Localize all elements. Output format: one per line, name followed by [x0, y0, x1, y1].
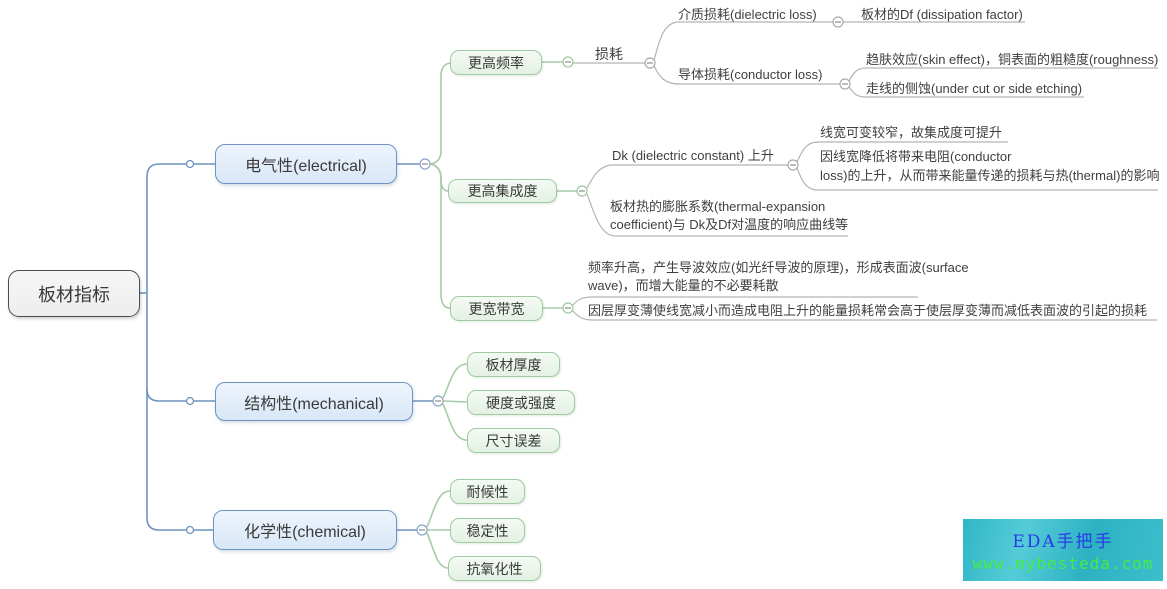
collapse-minus-icon[interactable] — [787, 159, 799, 171]
watermark-title: EDA手把手 — [1012, 532, 1114, 552]
node-resistance-rise[interactable]: 因线宽降低将带来电阻(conductor loss)的上升，从而带来能量传递的损… — [820, 147, 1159, 185]
connector-line — [586, 164, 788, 189]
node-mechanical[interactable]: 结构性(mechanical) — [215, 382, 413, 421]
node-loss[interactable]: 损耗 — [595, 46, 623, 62]
connector-line — [442, 363, 468, 399]
node-hardness-strength[interactable]: 硬度或强度 — [467, 390, 575, 415]
collapse-minus-icon[interactable] — [839, 78, 851, 90]
connector-line — [653, 21, 834, 61]
node-weather-resistance[interactable]: 耐候性 — [450, 479, 525, 504]
node-df-dissipation-factor[interactable]: 板材的Df (dissipation factor) — [861, 7, 1023, 22]
node-dimension-error[interactable]: 尺寸误差 — [467, 428, 560, 453]
connector-line — [426, 490, 451, 528]
node-dk-rise[interactable]: Dk (dielectric constant) 上升 — [612, 148, 774, 163]
collapse-minus-icon[interactable] — [562, 302, 574, 314]
node-layer-thinning-loss[interactable]: 因层厚变薄使线宽减小而造成电阻上升的能量损耗常会高于使层厚变薄而减低表面波的引起… — [588, 303, 1148, 318]
node-conductor-loss[interactable]: 导体损耗(conductor loss) — [678, 67, 823, 82]
connector-line — [426, 532, 449, 569]
node-thermal-expansion[interactable]: 板材热的膨胀系数(thermal-expansion coefficient)与… — [610, 198, 848, 234]
node-surface-wave[interactable]: 频率升高，产生导波效应(如光纤导波的原理)，形成表面波(surface wave… — [588, 259, 969, 295]
watermark: EDA手把手 www.mybesteda.com — [963, 519, 1163, 581]
collapse-minus-icon[interactable] — [576, 185, 588, 197]
node-board-thickness[interactable]: 板材厚度 — [467, 352, 560, 377]
collapse-minus-icon[interactable] — [832, 16, 844, 28]
node-surface-wave-line2: wave)，而增大能量的不必要耗散 — [588, 278, 779, 293]
collapse-minus-icon[interactable] — [416, 524, 428, 536]
collapse-minus-icon[interactable] — [562, 56, 574, 68]
node-surface-wave-line1: 频率升高，产生导波效应(如光纤导波的原理)，形成表面波(surface — [588, 260, 969, 275]
node-side-etching[interactable]: 走线的侧蚀(under cut or side etching) — [866, 81, 1083, 96]
joint-circle-icon — [185, 396, 195, 406]
node-resistance-rise-line1: 因线宽降低将带来电阻(conductor — [820, 149, 1012, 164]
collapse-minus-icon[interactable] — [419, 158, 431, 170]
collapse-minus-icon[interactable] — [644, 57, 656, 69]
node-chemical[interactable]: 化学性(chemical) — [213, 510, 397, 550]
node-wider-bandwidth[interactable]: 更宽带宽 — [450, 296, 543, 321]
node-oxidation-resistance[interactable]: 抗氧化性 — [448, 556, 541, 581]
node-thermal-expansion-line1: 板材热的膨胀系数(thermal-expansion — [610, 199, 826, 214]
watermark-url: www.mybesteda.com — [972, 554, 1154, 573]
connector-line — [429, 163, 449, 192]
node-higher-integration[interactable]: 更高集成度 — [448, 179, 557, 203]
connector-line — [146, 388, 186, 402]
node-dielectric-loss[interactable]: 介质损耗(dielectric loss) — [678, 7, 817, 22]
node-root[interactable]: 板材指标 — [8, 270, 140, 317]
node-skin-effect-roughness[interactable]: 趋肤效应(skin effect)，铜表面的粗糙度(roughness) — [866, 52, 1159, 67]
connector-line — [146, 293, 186, 531]
node-thermal-expansion-line2: coefficient)与 Dk及Df对温度的响应曲线等 — [610, 217, 849, 232]
node-resistance-rise-line2: loss)的上升，从而带来能量传递的损耗与热(thermal)的影响 — [820, 168, 1160, 183]
collapse-minus-icon[interactable] — [432, 395, 444, 407]
joint-circle-icon — [185, 159, 195, 169]
node-higher-frequency[interactable]: 更高频率 — [450, 50, 542, 75]
node-electrical[interactable]: 电气性(electrical) — [215, 144, 397, 184]
connector-line — [146, 163, 186, 293]
joint-circle-icon — [185, 525, 195, 535]
connector-line — [442, 400, 468, 403]
connector-line — [429, 163, 451, 309]
node-narrower-trace[interactable]: 线宽可变较窄，故集成度可提升 — [820, 125, 1003, 140]
node-stability[interactable]: 稳定性 — [450, 518, 525, 543]
connector-line — [429, 62, 453, 165]
connector-line — [442, 403, 468, 441]
